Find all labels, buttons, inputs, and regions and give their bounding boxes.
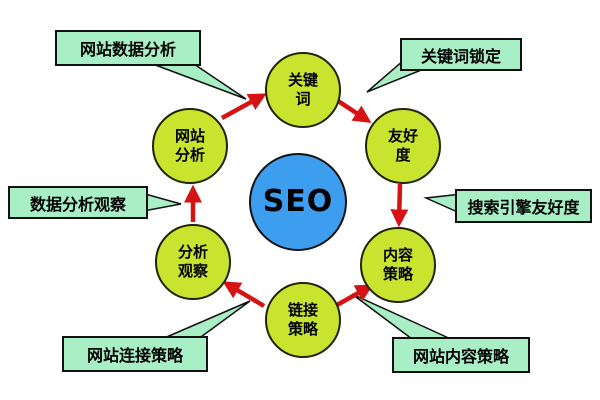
callout-search-engine-friendliness: 搜索引擎友好度 (455, 189, 592, 223)
node-label-line: 关键 (287, 71, 318, 90)
node-label-line: 内容 (382, 246, 413, 265)
node-friendliness: 友好 度 (365, 108, 441, 184)
node-label-line: 策略 (287, 320, 318, 338)
node-content-strategy: 内容 策略 (360, 227, 436, 303)
node-analysis-observation: 分析 观察 (155, 224, 231, 300)
node-keywords: 关键 词 (265, 52, 341, 128)
node-label-line: 网站 (174, 127, 205, 146)
callout-site-content-strategy: 网站内容策略 (392, 337, 530, 373)
callout-label: 网站连接策略 (86, 346, 183, 365)
node-label-line: 词 (295, 90, 311, 108)
node-label-line: 度 (395, 146, 411, 164)
callout-label: 搜索引擎友好度 (467, 198, 580, 217)
node-label-line: 链接 (287, 301, 318, 320)
callout-data-analysis-observation: 数据分析观察 (8, 186, 148, 219)
node-label-line: 观察 (177, 262, 208, 280)
callout-label: 数据分析观察 (29, 194, 126, 214)
callout-label: 网站内容策略 (412, 347, 509, 366)
callout-label: 关键词锁定 (420, 46, 501, 66)
node-link-strategy: 链接 策略 (265, 282, 341, 358)
center-node-seo: SEO (249, 153, 347, 251)
node-label-line: 分析 (174, 146, 205, 164)
callout-site-link-strategy: 网站连接策略 (62, 336, 208, 372)
arrow-link-strategy-to-analysis-observation (222, 281, 266, 308)
node-site-analysis: 网站 分析 (152, 108, 228, 184)
node-label-line: 策略 (382, 265, 413, 283)
callout-label: 网站数据分析 (79, 40, 176, 59)
arrow-friendliness-to-content-strategy (390, 183, 409, 228)
node-label-line: 友好 (387, 127, 418, 146)
node-label-line: 分析 (177, 243, 208, 262)
callout-site-data-analysis: 网站数据分析 (55, 30, 201, 66)
arrow-site-analysis-to-keywords (220, 93, 267, 120)
center-node-label: SEO (262, 184, 334, 220)
arrow-link-strategy-to-content-strategy (335, 284, 374, 307)
callout-keyword-locking: 关键词锁定 (400, 38, 522, 71)
